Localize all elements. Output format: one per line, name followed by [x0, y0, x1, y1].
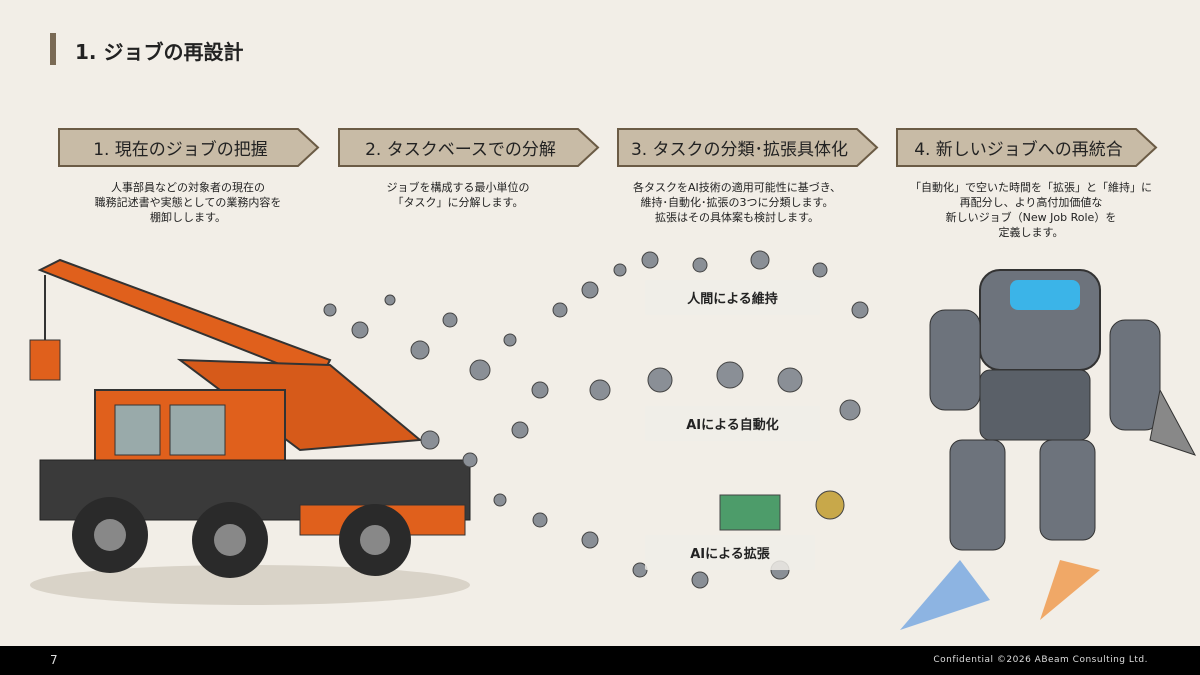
- step-1-label: 1. 現在のジョブの把握: [93, 140, 268, 160]
- robot-image: [900, 269, 1197, 630]
- desc-line: 棚卸しします。: [150, 211, 226, 224]
- step-4-description: 「自動化」で空いた時間を「拡張」と「維持」に 再配分し、より高付加価値な 新しい…: [896, 180, 1166, 240]
- desc-line: 人事部員などの対象者の現在の: [111, 181, 265, 194]
- step-2-label: 2. タスクベースでの分解: [365, 140, 556, 160]
- title-accent-bar: [50, 33, 56, 65]
- desc-line: 拡張はその具体案も検討します。: [655, 211, 819, 224]
- footer: 7 Confidential ©2026 ABeam Consulting Lt…: [0, 646, 1200, 675]
- desc-line: 職務記述書や実態としての業務内容を: [94, 196, 282, 209]
- desc-line: 新しいジョブ（New Job Role）を: [945, 211, 1117, 224]
- job-redesign-illustration: 人間による維持 AIによる自動化 AIによる拡張: [0, 240, 1200, 645]
- desc-line: 「タスク」に分解します。: [392, 196, 524, 209]
- step-3-description: 各タスクをAI技術の適用可能性に基づき、 維持･自動化･拡張の3つに分類します。…: [607, 180, 867, 225]
- desc-line: 各タスクをAI技術の適用可能性に基づき、: [633, 181, 841, 194]
- step-4-label: 4. 新しいジョブへの再統合: [914, 140, 1123, 160]
- page-number: 7: [50, 653, 58, 667]
- step-4: 4. 新しいジョブへの再統合: [896, 128, 1158, 167]
- step-1: 1. 現在のジョブの把握: [58, 128, 320, 167]
- step-3: 3. タスクの分類･拡張具体化: [617, 128, 879, 167]
- stream-label-maintain: 人間による維持: [645, 280, 820, 315]
- step-1-description: 人事部員などの対象者の現在の 職務記述書や実態としての業務内容を 棚卸しします。: [58, 180, 318, 225]
- illustration-canvas: [29, 250, 1197, 630]
- stream-label-automate: AIによる自動化: [645, 406, 820, 441]
- step-2: 2. タスクベースでの分解: [338, 128, 600, 167]
- desc-line: 「自動化」で空いた時間を「拡張」と「維持」に: [910, 181, 1152, 194]
- crane-truck-image: [29, 258, 471, 605]
- desc-line: 維持･自動化･拡張の3つに分類します。: [640, 196, 834, 209]
- desc-line: 再配分し、より高付加価値な: [959, 196, 1103, 209]
- confidential-notice: Confidential ©2026 ABeam Consulting Ltd.: [933, 655, 1148, 665]
- page-title: 1. ジョブの再設計: [75, 40, 244, 64]
- step-3-label: 3. タスクの分類･拡張具体化: [630, 140, 849, 160]
- step-2-description: ジョブを構成する最小単位の 「タスク」に分解します。: [328, 180, 588, 210]
- desc-line: 定義します。: [998, 226, 1064, 239]
- desc-line: ジョブを構成する最小単位の: [386, 181, 530, 194]
- stream-label-augment: AIによる拡張: [645, 535, 815, 570]
